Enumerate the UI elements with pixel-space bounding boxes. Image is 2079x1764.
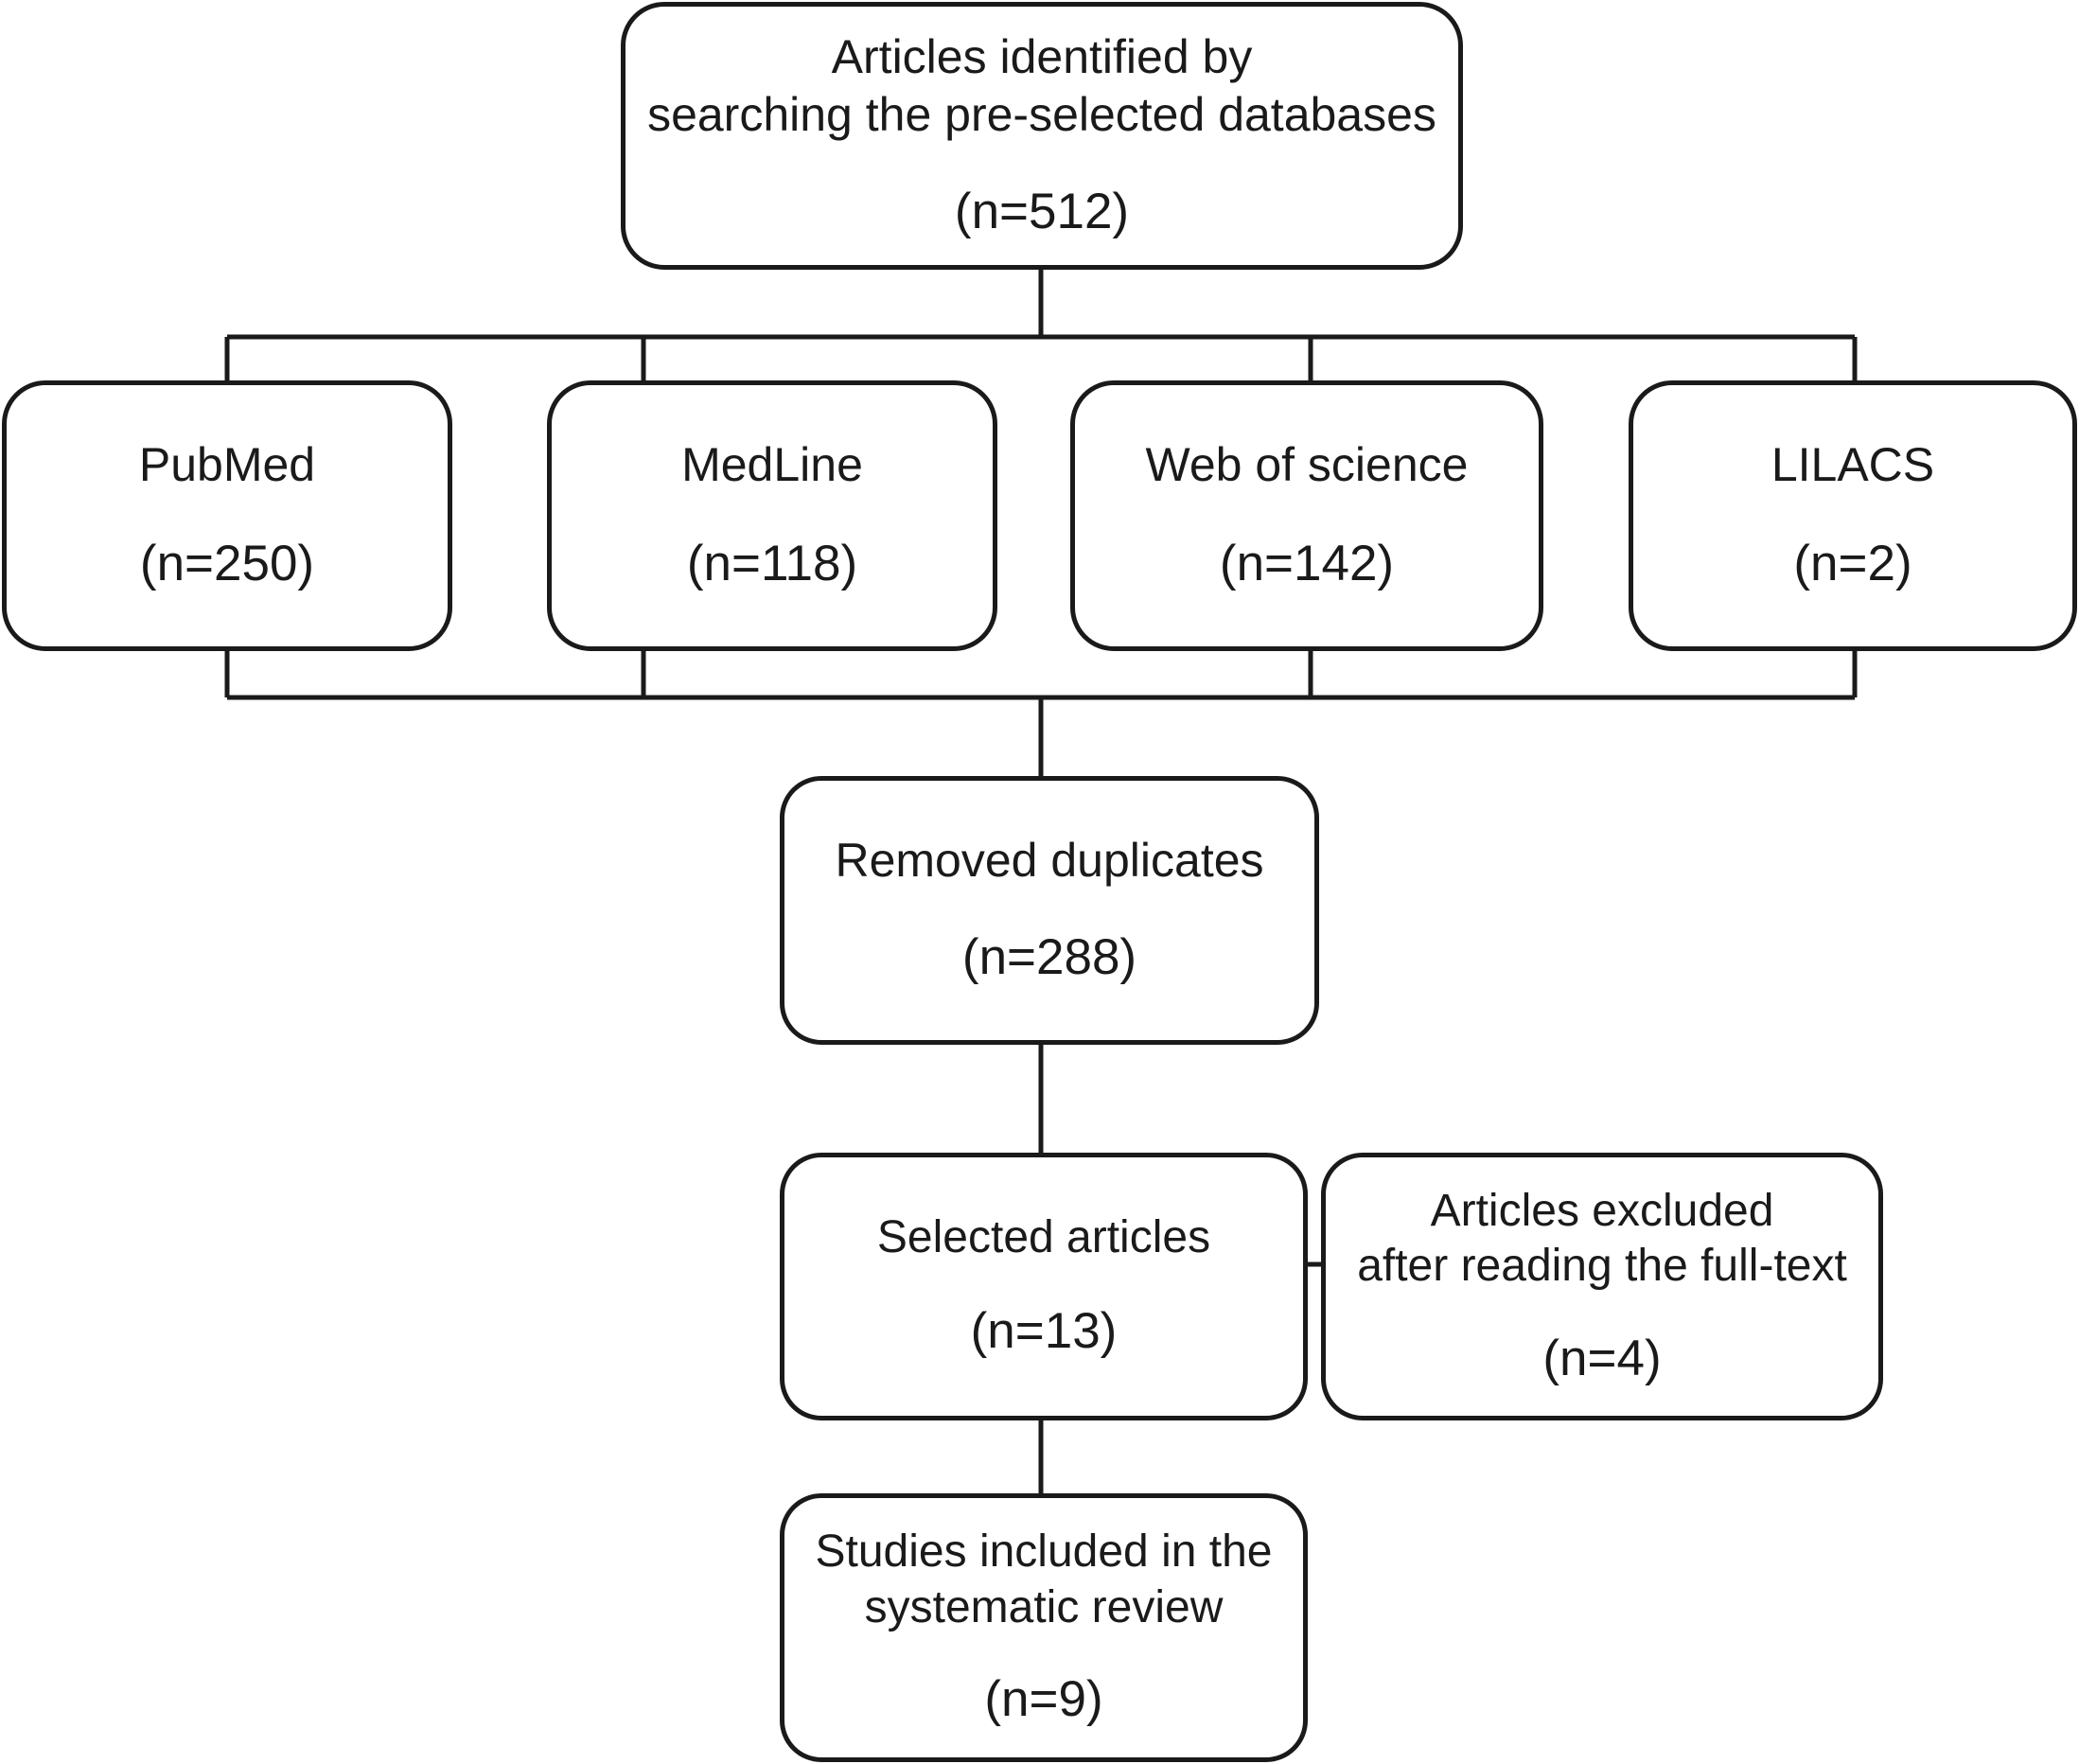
node-database-web-of-science: Web of science (n=142) bbox=[1070, 380, 1543, 651]
node-database-pubmed-count: (n=250) bbox=[139, 536, 315, 592]
node-database-lilacs: LILACS (n=2) bbox=[1629, 380, 2077, 651]
node-database-web-of-science-label: Web of science bbox=[1145, 438, 1469, 492]
node-database-lilacs-count: (n=2) bbox=[1793, 536, 1912, 592]
node-removed-duplicates: Removed duplicates (n=288) bbox=[780, 776, 1319, 1045]
node-database-pubmed: PubMed (n=250) bbox=[2, 380, 452, 651]
node-selected-articles-count: (n=13) bbox=[970, 1303, 1118, 1360]
node-database-web-of-science-count: (n=142) bbox=[1219, 536, 1395, 592]
node-articles-excluded: Articles excluded after reading the full… bbox=[1321, 1153, 1883, 1420]
node-identified-line2: searching the pre-selected databases bbox=[647, 88, 1436, 142]
node-database-medline-count: (n=118) bbox=[686, 536, 858, 592]
node-articles-excluded-line2: after reading the full-text bbox=[1357, 1241, 1847, 1292]
node-articles-excluded-line1: Articles excluded bbox=[1430, 1185, 1774, 1236]
node-database-medline: MedLine (n=118) bbox=[547, 380, 997, 651]
node-identified-count: (n=512) bbox=[954, 184, 1130, 240]
node-database-pubmed-label: PubMed bbox=[138, 438, 316, 492]
node-identified-line1: Articles identified by bbox=[831, 30, 1253, 84]
node-articles-identified: Articles identified by searching the pre… bbox=[621, 2, 1463, 270]
node-removed-duplicates-label: Removed duplicates bbox=[835, 834, 1264, 888]
node-selected-articles-label: Selected articles bbox=[876, 1211, 1211, 1262]
node-selected-articles: Selected articles (n=13) bbox=[780, 1153, 1308, 1420]
node-studies-included-line1: Studies included in the bbox=[815, 1526, 1273, 1578]
node-studies-included-count: (n=9) bbox=[984, 1671, 1103, 1728]
node-studies-included-line2: systematic review bbox=[864, 1581, 1224, 1632]
node-articles-excluded-count: (n=4) bbox=[1542, 1330, 1662, 1386]
node-removed-duplicates-count: (n=288) bbox=[961, 929, 1137, 986]
node-studies-included: Studies included in the systematic revie… bbox=[780, 1493, 1308, 1762]
node-database-medline-label: MedLine bbox=[681, 438, 863, 492]
node-database-lilacs-label: LILACS bbox=[1771, 438, 1935, 492]
